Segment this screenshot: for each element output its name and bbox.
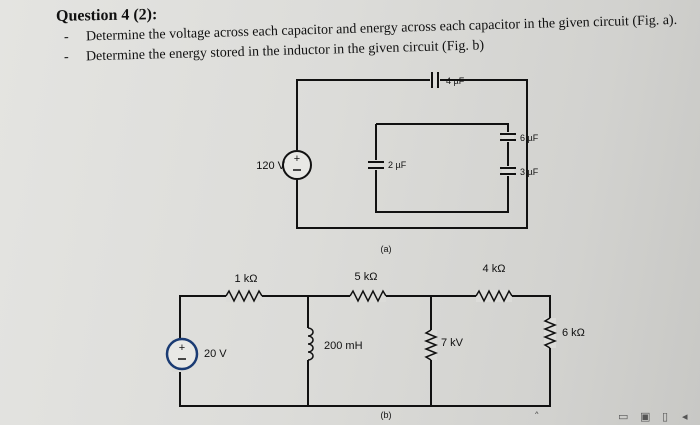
volume-icon[interactable]: ◂ xyxy=(682,410,688,423)
capacitor-c1: 4 µF xyxy=(430,72,465,88)
up-arrow-icon[interactable]: ˄ xyxy=(534,410,540,423)
circuit-b-voltage-source: + 20 V xyxy=(165,337,227,372)
resistor-r5-label: 6 kΩ xyxy=(562,327,585,339)
resistor-r3-label: 4 kΩ xyxy=(483,263,506,275)
circuit-a-source-label: 120 V xyxy=(256,160,285,172)
capacitor-c4: 3 µF xyxy=(500,166,539,177)
circuit-b-caption: (b) xyxy=(381,410,392,420)
circuit-a-source-plus: + xyxy=(294,153,300,165)
circuit-b-wires xyxy=(179,295,551,407)
window-icon[interactable]: ▭ xyxy=(618,410,629,423)
resistor-r4: 7 kV xyxy=(423,329,464,361)
circuit-b-source-label: 20 V xyxy=(204,348,227,360)
inductor-l1: 200 mH xyxy=(302,327,363,361)
resistor-r5: 6 kΩ xyxy=(542,317,585,349)
capacitor-c4-label: 3 µF xyxy=(520,167,539,177)
capacitor-c2: 2 µF xyxy=(368,160,407,170)
resistor-r4-label: 7 kV xyxy=(441,337,464,349)
inductor-l1-label: 200 mH xyxy=(324,340,363,352)
taskbar: ˄ ▭ ▣ ▯ ◂ xyxy=(500,408,700,425)
capacitor-c2-label: 2 µF xyxy=(388,160,407,170)
circuit-b-outer-wire xyxy=(179,295,551,407)
chat-icon[interactable]: ▣ xyxy=(640,410,651,423)
circuit-a-caption: (a) xyxy=(381,244,392,254)
resistor-r1-label: 1 kΩ xyxy=(235,273,258,285)
resistor-r2-label: 5 kΩ xyxy=(355,271,378,283)
circuit-a xyxy=(296,79,528,229)
circuit-a-voltage-source: + 120 V xyxy=(256,150,312,180)
battery-icon[interactable]: ▯ xyxy=(662,410,669,423)
circuit-a-inner-wire xyxy=(375,123,509,213)
resistor-r2: 5 kΩ xyxy=(349,271,387,303)
resistor-r1: 1 kΩ xyxy=(225,273,263,303)
resistor-r3: 4 kΩ xyxy=(475,263,513,303)
capacitor-c1-label: 4 µF xyxy=(446,76,465,86)
capacitor-c3-label: 6 µF xyxy=(520,133,539,143)
circuit-a-outer-wire xyxy=(296,79,528,229)
capacitor-c3: 6 µF xyxy=(500,132,539,143)
circuit-b-source-plus: + xyxy=(179,342,185,354)
